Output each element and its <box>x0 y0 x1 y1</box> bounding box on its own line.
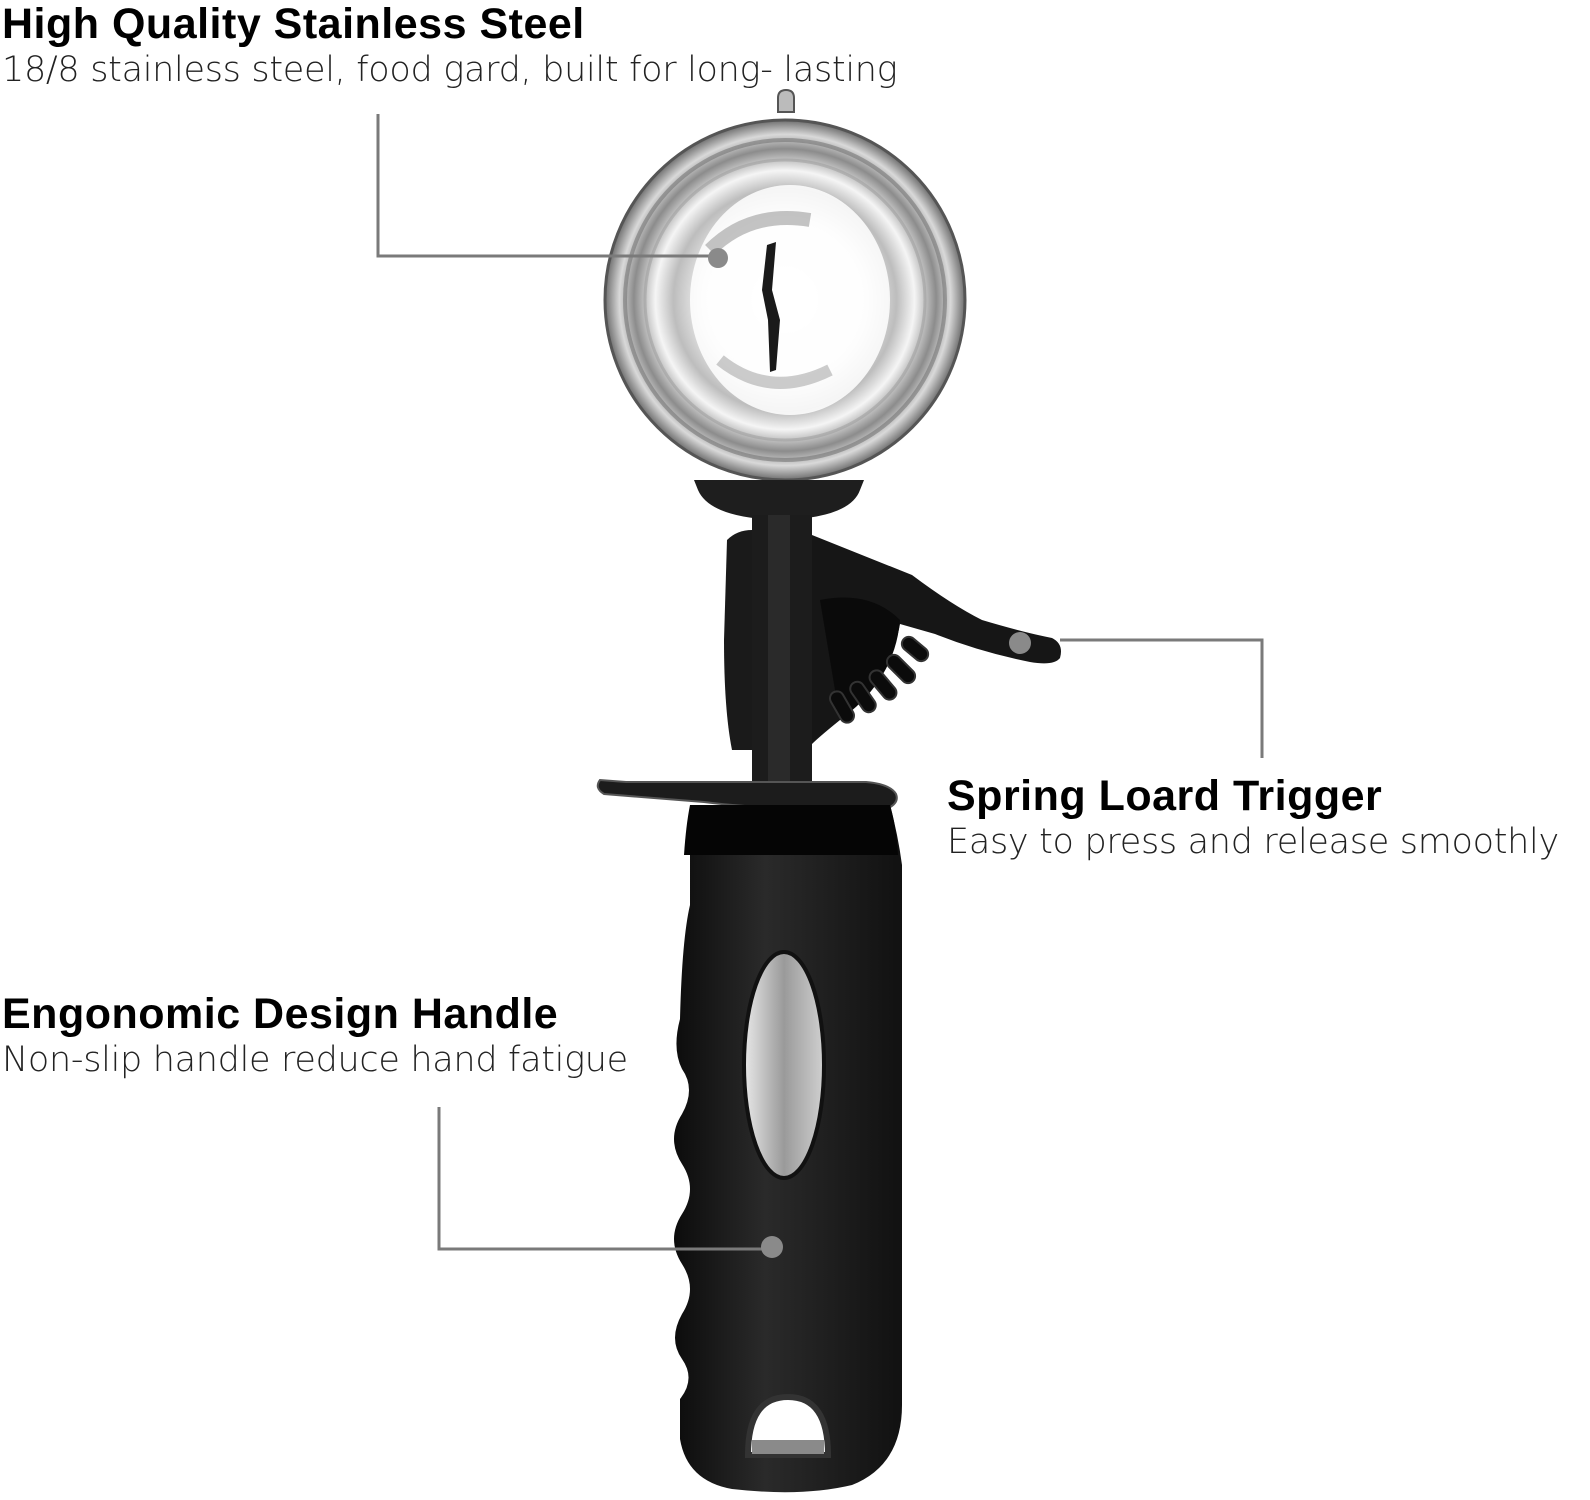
callout-title: Engonomic Design Handle <box>2 990 559 1038</box>
callout-title: Spring Loard Trigger <box>947 772 1383 820</box>
trigger-mechanism <box>724 515 1061 815</box>
callout-description: Non-slip handle reduce hand fatigue <box>2 1040 628 1080</box>
callout-ergonomic-handle: Engonomic Design Handle Non-slip handle … <box>2 990 628 1082</box>
callout-spring-trigger: Spring Loard Trigger Easy to press and r… <box>947 772 1559 864</box>
bowl-base <box>694 480 864 520</box>
leader-line-trigger <box>1009 632 1264 758</box>
scoop-bowl <box>603 88 967 482</box>
handle <box>674 805 902 1493</box>
callout-stainless-steel: High Quality Stainless Steel 18/8 stainl… <box>2 0 898 92</box>
callout-description: 18/8 stainless steel, food gard, built f… <box>2 50 898 90</box>
leader-line-handle <box>437 1107 783 1258</box>
callout-description: Easy to press and release smoothly <box>947 822 1559 862</box>
callout-title: High Quality Stainless Steel <box>2 0 585 48</box>
leader-line-steel <box>376 114 728 268</box>
